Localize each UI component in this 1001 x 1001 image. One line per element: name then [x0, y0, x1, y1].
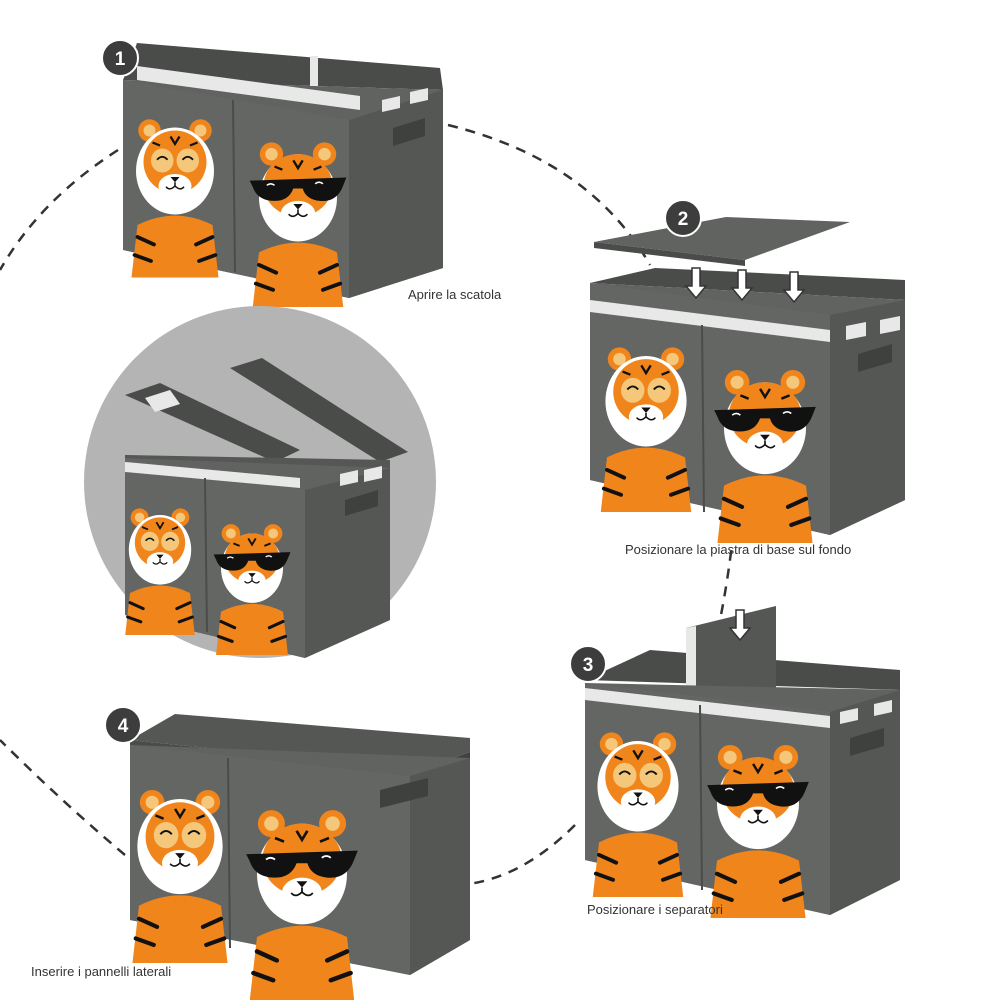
svg-text:1: 1	[115, 49, 126, 70]
step-4-box	[130, 714, 470, 1000]
step-3-caption: Posizionare i separatori	[587, 902, 723, 917]
step-2-caption: Posizionare la piastra di base sul fondo	[625, 542, 852, 557]
svg-text:2: 2	[678, 209, 689, 230]
svg-text:3: 3	[583, 655, 594, 676]
step-2-badge: 2	[664, 199, 702, 237]
svg-text:4: 4	[118, 716, 129, 737]
step-3-badge: 3	[569, 645, 607, 683]
step-4-badge: 4	[104, 706, 142, 744]
step-2-box	[590, 217, 905, 543]
center-circle	[84, 306, 436, 658]
step-4-caption: Inserire i pannelli laterali	[31, 964, 172, 979]
step-1-caption: Aprire la scatola	[408, 287, 502, 302]
step-1-badge: 1	[101, 39, 139, 77]
step-3-box	[585, 606, 900, 918]
step-1-box	[123, 43, 443, 309]
